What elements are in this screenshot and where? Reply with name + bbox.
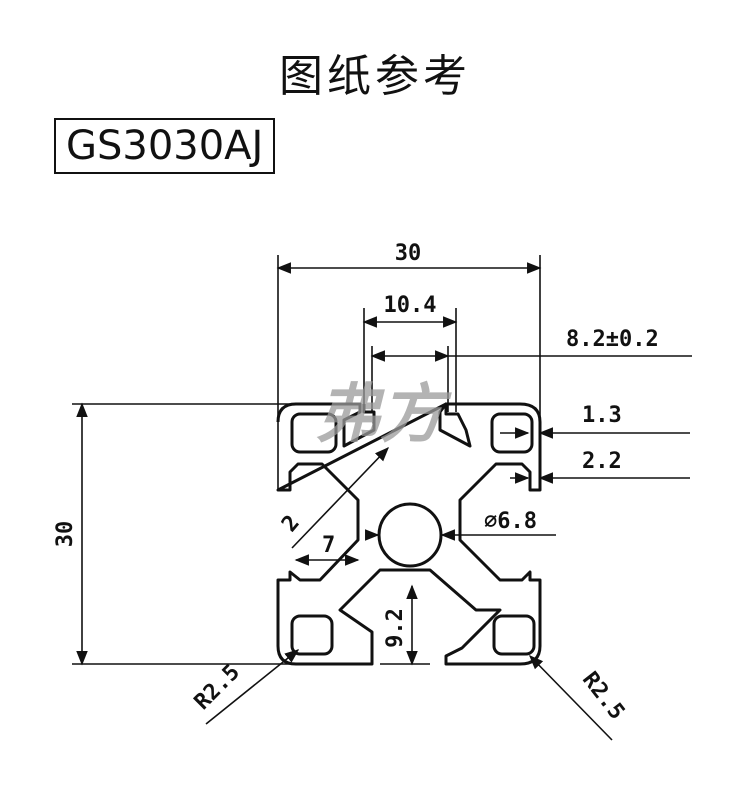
dim-depth-label: 9.2 [383, 608, 408, 648]
dim-slot-width-label: 8.2±0.2 [566, 327, 659, 352]
dim-rib-label: 2 [277, 511, 305, 537]
dim-radius-left-label: R2.5 [190, 660, 245, 715]
dim-slot-opening-label: 10.4 [384, 293, 437, 318]
dim-bore-label: ⌀6.8 [484, 509, 537, 534]
dimension-lines [72, 255, 692, 741]
dim-core-label: 7 [322, 533, 335, 558]
model-number-box: GS3030AJ [54, 118, 276, 174]
dim-height-label: 30 [53, 521, 78, 548]
watermark-text: 弗方 [316, 377, 452, 452]
drawing-title: 图纸参考 [279, 51, 471, 102]
dim-radius-right-label: R2.5 [577, 667, 629, 724]
aluminium-profile [276, 402, 542, 666]
dim-lip-label: 2.2 [582, 449, 622, 474]
center-bore-circle [377, 502, 443, 568]
dim-wall-label: 1.3 [582, 403, 622, 428]
dim-width-label: 30 [395, 241, 422, 266]
